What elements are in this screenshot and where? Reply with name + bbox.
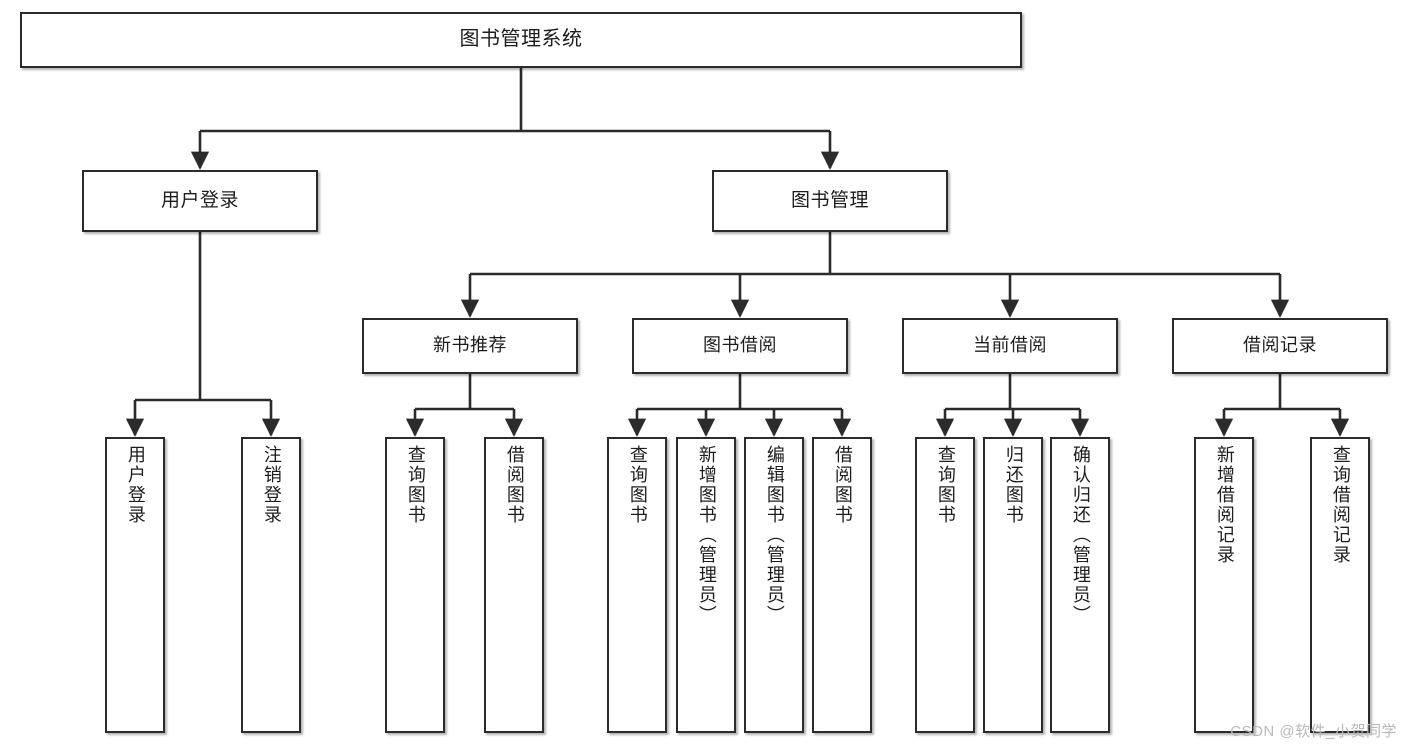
node-new-book-recommend-label: 新书推荐 [433, 335, 507, 356]
node-root-label: 图书管理系统 [459, 28, 583, 51]
node-leaf-add-record[interactable]: 新增借阅记录 [1194, 437, 1254, 733]
node-current-borrow[interactable]: 当前借阅 [902, 318, 1118, 374]
node-leaf-add-book-admin[interactable]: 新增图书（管理员） [676, 437, 736, 733]
node-leaf-borrow-book-rec[interactable]: 借阅图书 [484, 437, 544, 733]
node-current-borrow-label: 当前借阅 [973, 335, 1047, 356]
node-leaf-confirm-return-admin[interactable]: 确认归还（管理员） [1050, 437, 1110, 733]
node-root[interactable]: 图书管理系统 [20, 12, 1022, 68]
node-leaf-query-book-rec[interactable]: 查询图书 [385, 437, 445, 733]
node-leaf-borrow-book-rec-label: 借阅图书 [504, 445, 525, 525]
node-leaf-user-logout[interactable]: 注销登录 [241, 437, 301, 733]
node-leaf-borrow-book-label: 借阅图书 [832, 445, 853, 525]
node-borrow-record[interactable]: 借阅记录 [1172, 318, 1388, 374]
node-leaf-query-book-cur-label: 查询图书 [935, 445, 956, 525]
node-leaf-query-book-borrow-label: 查询图书 [627, 445, 648, 525]
node-leaf-edit-book-admin-label: 编辑图书（管理员） [764, 445, 785, 625]
node-book-borrow-label: 图书借阅 [703, 335, 777, 356]
node-leaf-return-book[interactable]: 归还图书 [983, 437, 1043, 733]
node-leaf-borrow-book[interactable]: 借阅图书 [812, 437, 872, 733]
node-user-login-label: 用户登录 [160, 189, 239, 211]
node-leaf-query-book-borrow[interactable]: 查询图书 [607, 437, 667, 733]
node-leaf-query-book-cur[interactable]: 查询图书 [915, 437, 975, 733]
node-leaf-user-login-label: 用户登录 [125, 445, 146, 525]
node-user-login[interactable]: 用户登录 [82, 170, 318, 232]
node-leaf-query-record-label: 查询借阅记录 [1330, 445, 1351, 565]
node-book-manage-label: 图书管理 [790, 189, 869, 211]
node-leaf-confirm-return-admin-label: 确认归还（管理员） [1070, 445, 1091, 625]
node-leaf-edit-book-admin[interactable]: 编辑图书（管理员） [744, 437, 804, 733]
node-book-borrow[interactable]: 图书借阅 [632, 318, 848, 374]
node-leaf-add-book-admin-label: 新增图书（管理员） [696, 445, 717, 625]
node-borrow-record-label: 借阅记录 [1243, 335, 1317, 356]
node-new-book-recommend[interactable]: 新书推荐 [362, 318, 578, 374]
node-leaf-user-logout-label: 注销登录 [261, 445, 282, 525]
node-leaf-user-login[interactable]: 用户登录 [105, 437, 165, 733]
node-leaf-return-book-label: 归还图书 [1003, 445, 1024, 525]
node-leaf-query-record[interactable]: 查询借阅记录 [1310, 437, 1370, 733]
node-leaf-query-book-rec-label: 查询图书 [405, 445, 426, 525]
node-leaf-add-record-label: 新增借阅记录 [1214, 445, 1235, 565]
node-book-manage[interactable]: 图书管理 [712, 170, 948, 232]
